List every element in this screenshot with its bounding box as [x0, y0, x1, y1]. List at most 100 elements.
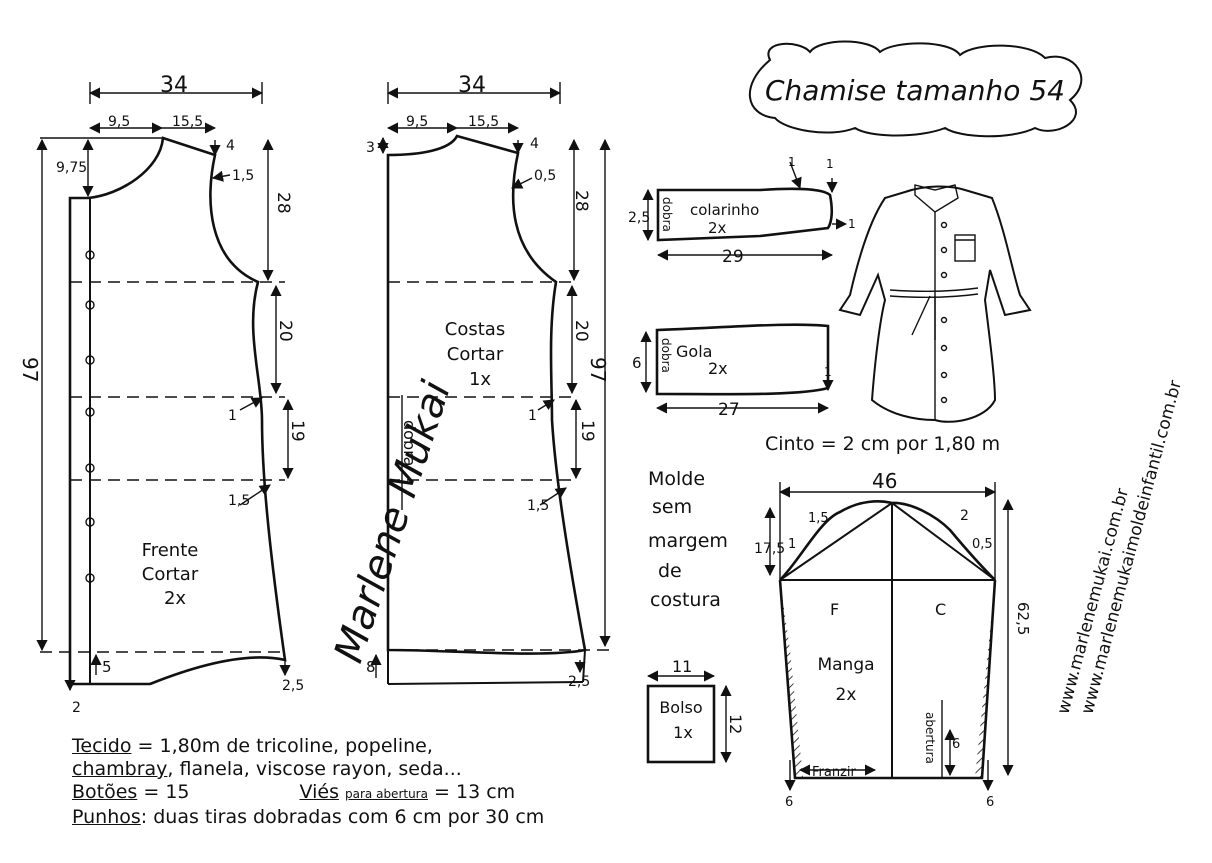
- front-cut: Cortar: [142, 564, 199, 585]
- front-length: 97: [18, 357, 42, 382]
- svg-text:margem: margem: [648, 530, 728, 552]
- fabric-label: Tecido: [72, 735, 132, 757]
- collar-stand-fold: dobra: [660, 197, 674, 232]
- collar-stand-tip-up: 1: [788, 155, 796, 169]
- collar-piece: 6 dobra Gola 2x 27 1: [632, 323, 834, 420]
- buttons-label: Botões: [72, 781, 138, 803]
- back-piece: 34 9,5 15,5 dobra 3 4 0,5 28 20 19 97 1 …: [366, 73, 611, 690]
- cuffs-line: Punhos: duas tiras dobradas com 6 cm por…: [72, 806, 545, 828]
- front-armhole-in: 1,5: [232, 168, 254, 184]
- front-hem-in: 2: [72, 700, 81, 716]
- sleeve-front-mark: F: [830, 600, 839, 619]
- collar-stand-piece: 2,5 dobra colarinho 2x 29 1 1 1: [628, 155, 856, 267]
- sleeve-cap-b: 2: [960, 508, 969, 524]
- front-name: Frente: [142, 540, 199, 561]
- sleeve-cap-height: 17,5: [754, 541, 785, 557]
- sleeve-length: 62,5: [1014, 602, 1032, 635]
- back-hem-up: 8: [366, 658, 376, 676]
- sleeve-hem-left: 6: [785, 795, 793, 810]
- page-title: Chamise tamanho 54: [765, 74, 1065, 107]
- sleeve-hem-right: 6: [986, 795, 994, 810]
- sleeve-cap-d: 0,5: [972, 537, 993, 552]
- back-hip-height: 19: [577, 420, 597, 442]
- sleeve-back-mark: C: [935, 600, 946, 619]
- fabric-line-2: chambray, flanela, viscose rayon, seda..…: [72, 758, 462, 780]
- collar-stand-name: colarinho: [690, 201, 759, 219]
- front-armhole-height: 28: [273, 192, 293, 214]
- fabric-line-1: Tecido = 1,80m de tricoline, popeline,: [72, 735, 433, 757]
- back-name: Costas: [445, 319, 505, 340]
- front-hem-out: 2,5: [282, 678, 304, 694]
- pocket-height: 12: [726, 714, 745, 734]
- collar-stand-tip-b: 1: [848, 217, 856, 231]
- shirt-dress-sketch: [838, 184, 1032, 423]
- back-hem-out: 2,5: [568, 674, 590, 690]
- back-length: 97: [586, 357, 610, 382]
- collar-height: 6: [632, 354, 642, 372]
- front-waist-height: 20: [275, 320, 295, 342]
- back-waist-height: 20: [571, 320, 591, 342]
- collar-fold: dobra: [659, 338, 673, 373]
- sleeve-width: 46: [872, 469, 897, 493]
- back-qty: 1x: [469, 369, 491, 390]
- front-qty: 2x: [164, 588, 186, 609]
- bias-label: Viés: [299, 781, 339, 803]
- title-cloud: Chamise tamanho 54: [749, 40, 1083, 138]
- pocket-width: 11: [672, 657, 692, 676]
- back-shoulder-width: 15,5: [468, 114, 499, 130]
- back-width-label: 34: [458, 73, 486, 98]
- signature: Marlene Mukai: [326, 376, 460, 668]
- signature-text: Marlene Mukai: [326, 376, 460, 668]
- back-fold: dobra: [400, 420, 419, 466]
- back-waist-in: 1: [528, 408, 537, 424]
- svg-text:costura: costura: [650, 589, 721, 611]
- collar-qty: 2x: [708, 359, 728, 378]
- sleeve-gather: Franzir: [812, 765, 857, 780]
- svg-text:sem: sem: [652, 496, 692, 518]
- back-shoulder-drop: 4: [530, 136, 539, 152]
- sleeve-piece: 46 17,5 62,5 1,5 2 1 0,5 F C Manga 2x Fr…: [754, 469, 1032, 810]
- front-width-label: 34: [160, 73, 188, 98]
- front-hem-up: 5: [102, 658, 112, 676]
- sleeve-cap-a: 1,5: [808, 511, 829, 526]
- back-cut: Cortar: [447, 344, 504, 365]
- sleeve-opening-len: 6: [952, 737, 960, 752]
- sleeve-name: Manga: [817, 655, 874, 675]
- back-armhole-height: 28: [571, 190, 591, 212]
- front-shoulder-drop: 4: [226, 138, 235, 154]
- back-neck-depth: 3: [366, 140, 375, 156]
- collar-tip: 1: [824, 365, 832, 379]
- seam-note: Molde sem margem de costura: [648, 468, 728, 611]
- back-armhole-in: 0,5: [534, 168, 556, 184]
- svg-text:Molde: Molde: [648, 468, 705, 490]
- pocket-piece: 11 12 Bolso 1x: [646, 657, 745, 764]
- website-2: www.marlenemukaimoldeinfantil.com.br: [1078, 378, 1187, 716]
- collar-stand-length: 29: [722, 247, 744, 267]
- front-neck-depth: 9,75: [56, 160, 87, 176]
- front-waist-in: 1: [228, 408, 237, 424]
- collar-stand-height: 2,5: [628, 210, 650, 226]
- pocket-name: Bolso: [659, 698, 702, 717]
- front-piece: 34 9,5 15,5 9,75 97 4: [18, 73, 307, 716]
- back-neck-width: 9,5: [406, 114, 428, 130]
- pocket-qty: 1x: [673, 723, 693, 742]
- cuffs-label: Punhos: [72, 806, 141, 828]
- front-hip-out: 1,5: [228, 493, 250, 509]
- front-buttons: [85, 250, 95, 583]
- material-notes: Tecido = 1,80m de tricoline, popeline, c…: [72, 735, 692, 829]
- svg-text:de: de: [658, 560, 682, 582]
- collar-stand-tip-a: 1: [826, 157, 834, 171]
- collar-stand-qty: 2x: [708, 219, 727, 237]
- back-hip-out: 1,5: [527, 498, 549, 514]
- belt-note: Cinto = 2 cm por 1,80 m: [765, 433, 1000, 455]
- websites: www.marlenemukai.com.br www.marlenemukai…: [1054, 378, 1187, 716]
- front-shoulder-width: 15,5: [172, 114, 203, 130]
- front-neck-width: 9,5: [108, 114, 130, 130]
- collar-length: 27: [718, 400, 740, 420]
- sleeve-qty: 2x: [836, 685, 857, 705]
- front-hip-height: 19: [287, 420, 307, 442]
- collar-name: Gola: [676, 342, 712, 361]
- sleeve-cap-c: 1: [788, 537, 796, 552]
